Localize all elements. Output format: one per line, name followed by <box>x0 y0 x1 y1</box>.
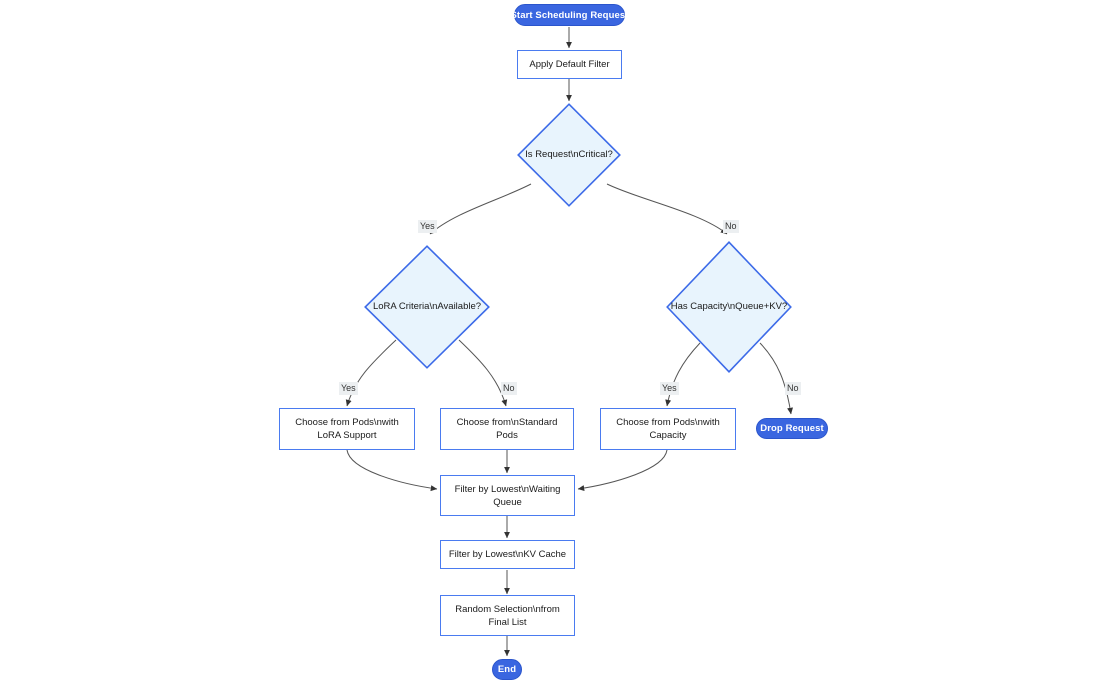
node-choose-lora-pods-line2: LoRA Support <box>317 430 377 441</box>
edge-lorapods-to-filterqueue <box>346 449 438 492</box>
edge-cappods-to-filterqueue <box>577 449 668 492</box>
diamond-shape <box>666 241 792 373</box>
edge-label-critical-no: No <box>723 220 739 233</box>
node-filter-kv-cache-label: Filter by Lowest\nKV Cache <box>448 549 567 560</box>
node-filter-kv-cache[interactable]: Filter by Lowest\nKV Cache <box>440 540 575 569</box>
edge-critical-to-lora <box>429 183 532 235</box>
node-end-label: End <box>497 664 517 675</box>
node-is-request-critical[interactable]: Is Request\nCritical? <box>517 103 621 207</box>
node-filter-waiting-queue-line2: Queue <box>493 496 522 508</box>
node-choose-standard-pods-line2: Pods <box>496 430 518 441</box>
node-is-request-critical-label: Is Request\nCritical? <box>525 149 613 160</box>
node-choose-capacity-pods-line2: Capacity <box>649 430 687 441</box>
node-end[interactable]: End <box>492 659 522 680</box>
edge-label-critical-yes: Yes <box>418 220 437 233</box>
diamond-shape <box>364 245 490 369</box>
node-has-capacity[interactable]: Has Capacity\nQueue+KV? <box>666 241 792 373</box>
node-lora-criteria-available-label: LoRA Criteria\nAvailable? <box>372 301 482 312</box>
node-choose-standard-pods-line1: Choose from\nStandard <box>456 417 558 428</box>
diamond-shape <box>517 103 621 207</box>
node-apply-default-filter-label: Apply Default Filter <box>529 59 610 70</box>
node-choose-lora-pods[interactable]: Choose from Pods\nwith LoRA Support <box>279 408 415 450</box>
edge-label-lora-yes: Yes <box>339 382 358 395</box>
node-random-selection[interactable]: Random Selection\nfrom Final List <box>440 595 575 636</box>
node-apply-default-filter[interactable]: Apply Default Filter <box>517 50 622 79</box>
node-start-label: Start Scheduling Request <box>510 9 629 21</box>
node-lora-criteria-available[interactable]: LoRA Criteria\nAvailable? <box>364 245 490 369</box>
node-drop-request[interactable]: Drop Request <box>756 418 828 439</box>
node-choose-capacity-pods-line1: Choose from Pods\nwith <box>616 417 720 428</box>
node-filter-waiting-queue-line1: Filter by Lowest\nWaiting <box>454 483 561 495</box>
node-start[interactable]: Start Scheduling Request <box>511 4 628 26</box>
edge-label-capacity-yes: Yes <box>660 382 679 395</box>
node-filter-waiting-queue[interactable]: Filter by Lowest\nWaiting Queue <box>440 475 575 516</box>
node-choose-capacity-pods[interactable]: Choose from Pods\nwith Capacity <box>600 408 736 450</box>
node-choose-standard-pods[interactable]: Choose from\nStandard Pods <box>440 408 574 450</box>
edge-label-lora-no: No <box>501 382 517 395</box>
node-random-selection-line1: Random Selection\nfrom <box>455 603 560 615</box>
node-choose-lora-pods-line1: Choose from Pods\nwith <box>295 417 399 428</box>
edge-label-capacity-no: No <box>785 382 801 395</box>
node-drop-request-label: Drop Request <box>760 423 824 434</box>
node-has-capacity-label: Has Capacity\nQueue+KV? <box>670 301 788 312</box>
edge-critical-to-capacity <box>606 183 728 235</box>
node-random-selection-line2: Final List <box>488 616 527 628</box>
